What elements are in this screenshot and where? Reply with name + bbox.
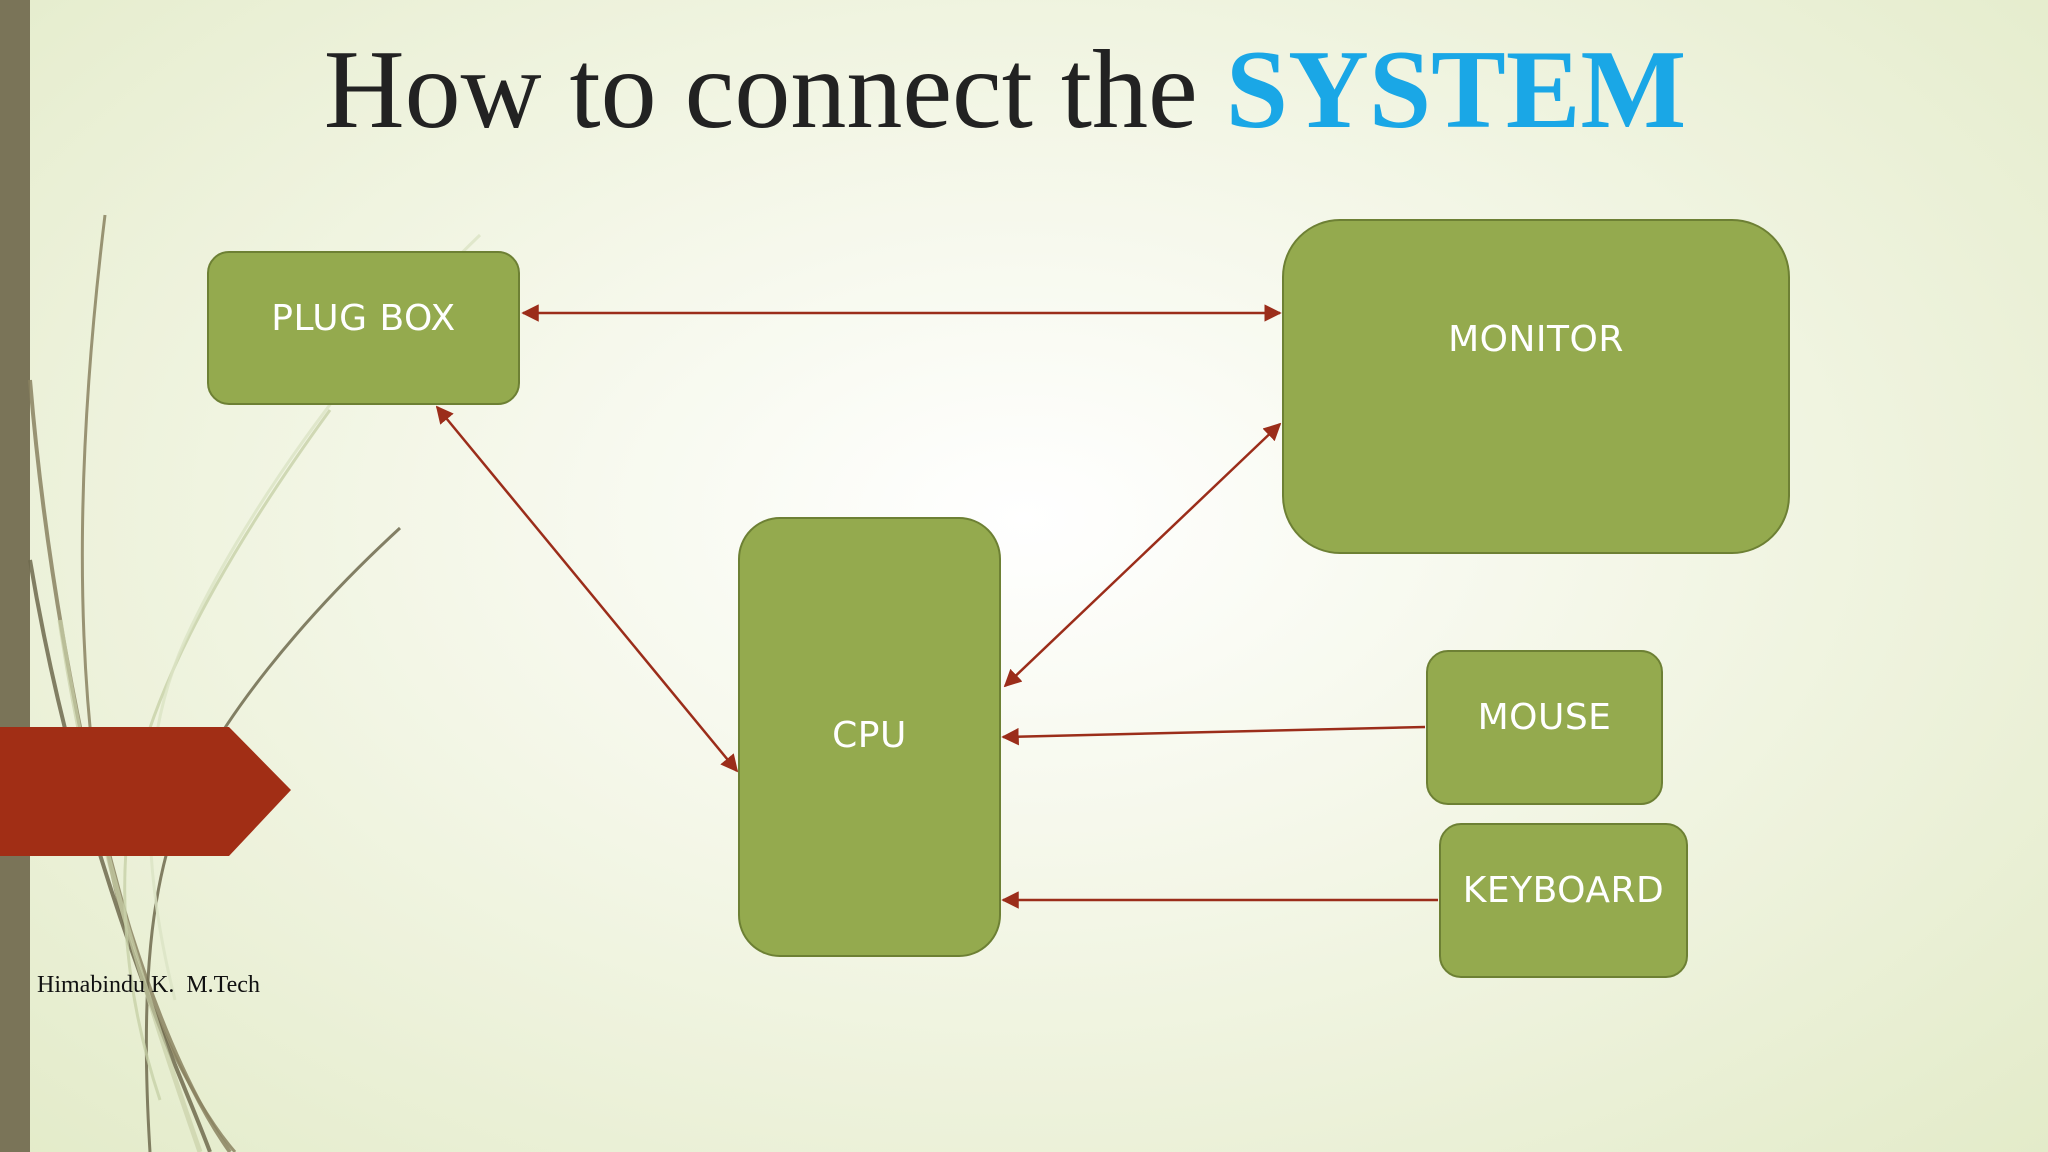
node-mouse: MOUSE xyxy=(1426,650,1663,805)
node-cpu-label: CPU xyxy=(832,715,907,756)
node-mouse-label: MOUSE xyxy=(1477,697,1612,738)
node-plug-box: PLUG BOX xyxy=(207,251,520,405)
red-arrow-tab xyxy=(0,727,291,856)
node-keyboard-label: KEYBOARD xyxy=(1462,870,1665,911)
arrow-monitor-cpu xyxy=(1003,422,1282,688)
left-accent-bar xyxy=(0,0,30,1152)
arrow-mouse-cpu xyxy=(1001,725,1426,746)
node-monitor: MONITOR xyxy=(1282,219,1790,554)
title-main-text: How to connect the xyxy=(323,28,1198,152)
node-keyboard: KEYBOARD xyxy=(1439,823,1688,978)
node-cpu: CPU xyxy=(738,517,1001,957)
title-accent-text: SYSTEM xyxy=(1225,28,1687,152)
author-footer: Himabindu K. M.Tech xyxy=(37,972,260,998)
slide-title: How to connect the SYSTEM xyxy=(0,20,2010,160)
node-monitor-label: MONITOR xyxy=(1448,318,1624,360)
node-plug-box-label: PLUG BOX xyxy=(271,297,456,339)
arrow-plugbox-cpu xyxy=(435,405,739,773)
